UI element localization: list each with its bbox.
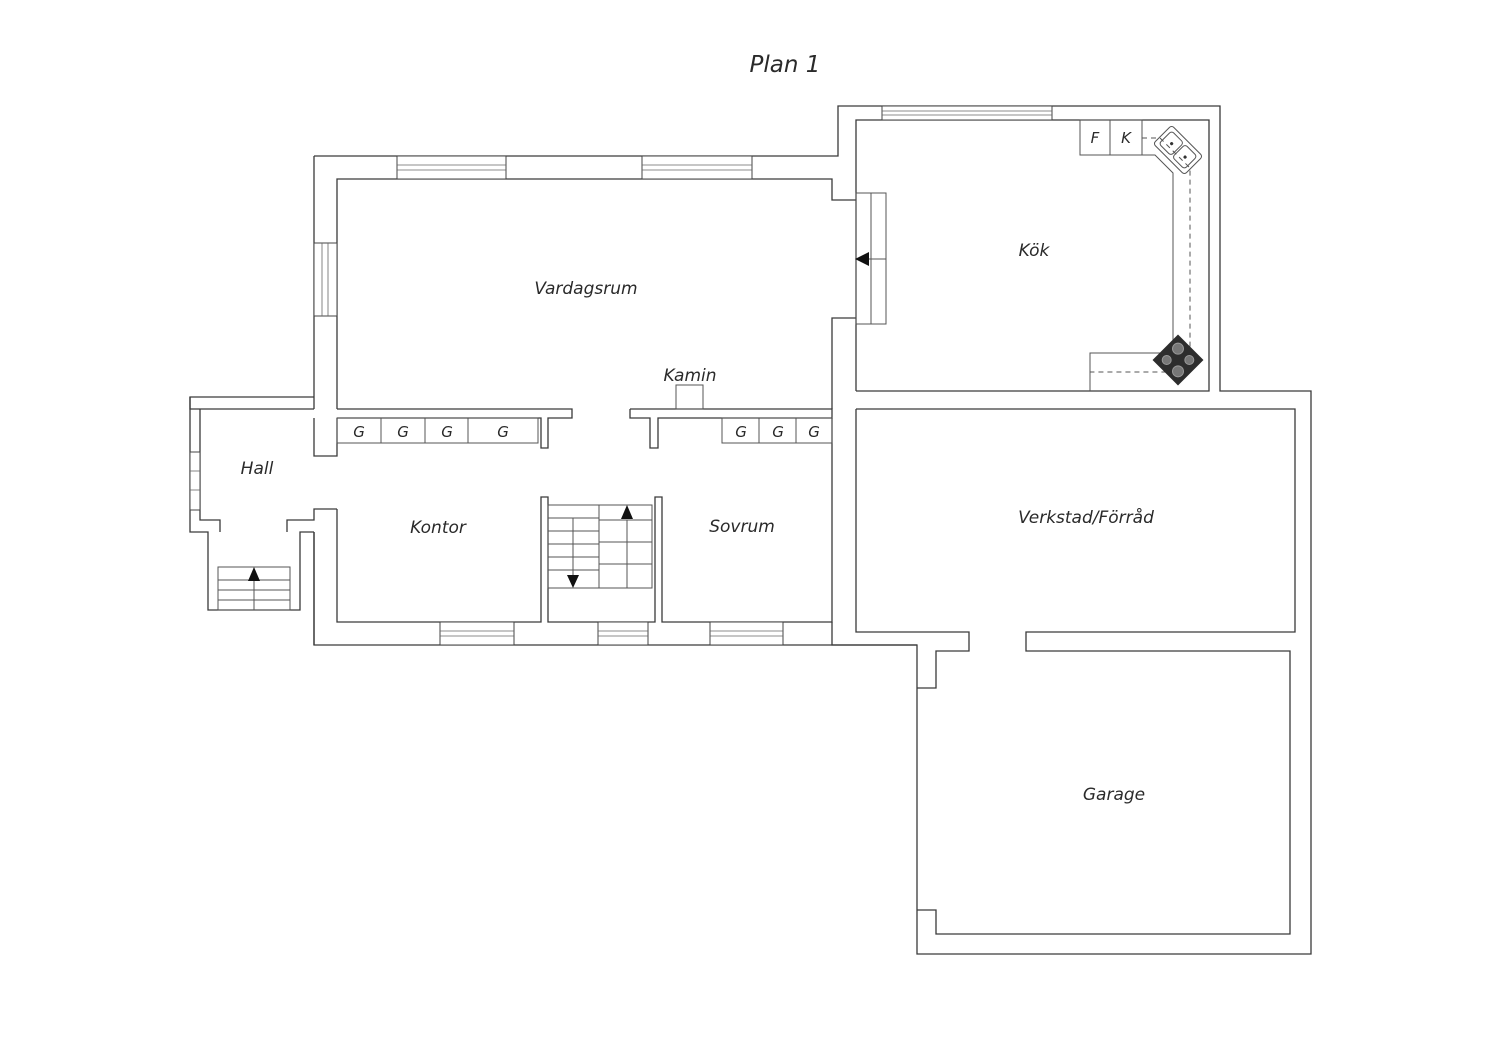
window [313,242,338,317]
kitchen-fittings: F K [1079,119,1204,391]
plan-title: Plan 1 [750,52,821,78]
stairs-down-arrow-icon [567,575,579,588]
room-label-kontor: Kontor [410,518,467,538]
freezer-label: K [1121,129,1132,147]
room-label-vardagsrum: Vardagsrum [534,279,637,299]
window [641,155,753,180]
window [881,105,1053,121]
room-label-verkstad: Verkstad/Förråd [1018,507,1154,528]
sliding-door [855,192,887,325]
wardrobe-label: G [808,423,820,441]
wardrobe-label: G [735,423,747,441]
windows [189,105,1053,646]
sink-icon [1153,125,1203,175]
stairs-up-arrow-icon [621,505,633,519]
fireplace-label: Kamin [663,366,716,386]
window [439,621,515,646]
window [597,621,649,646]
window [396,155,507,180]
fridge-label: F [1091,129,1100,147]
room-label-kok: Kök [1019,241,1051,261]
room-label-sovrum: Sovrum [709,517,775,537]
entrance-up-arrow-icon [248,567,260,581]
entrance-stairs [217,566,291,611]
wardrobe-label: G [441,423,453,441]
wardrobe-label: G [772,423,784,441]
door-arrow-icon [855,252,869,266]
room-label-garage: Garage [1083,785,1145,805]
wardrobe-label: G [497,423,509,441]
window [189,451,201,511]
wardrobes-left: G G G G [336,417,539,444]
room-label-hall: Hall [241,459,274,479]
window [709,621,784,646]
wardrobe-label: G [353,423,365,441]
wardrobe-label: G [397,423,409,441]
interior-stairs [547,504,653,589]
stove-icon [1152,334,1204,386]
wardrobes-right: G G G [721,417,833,444]
